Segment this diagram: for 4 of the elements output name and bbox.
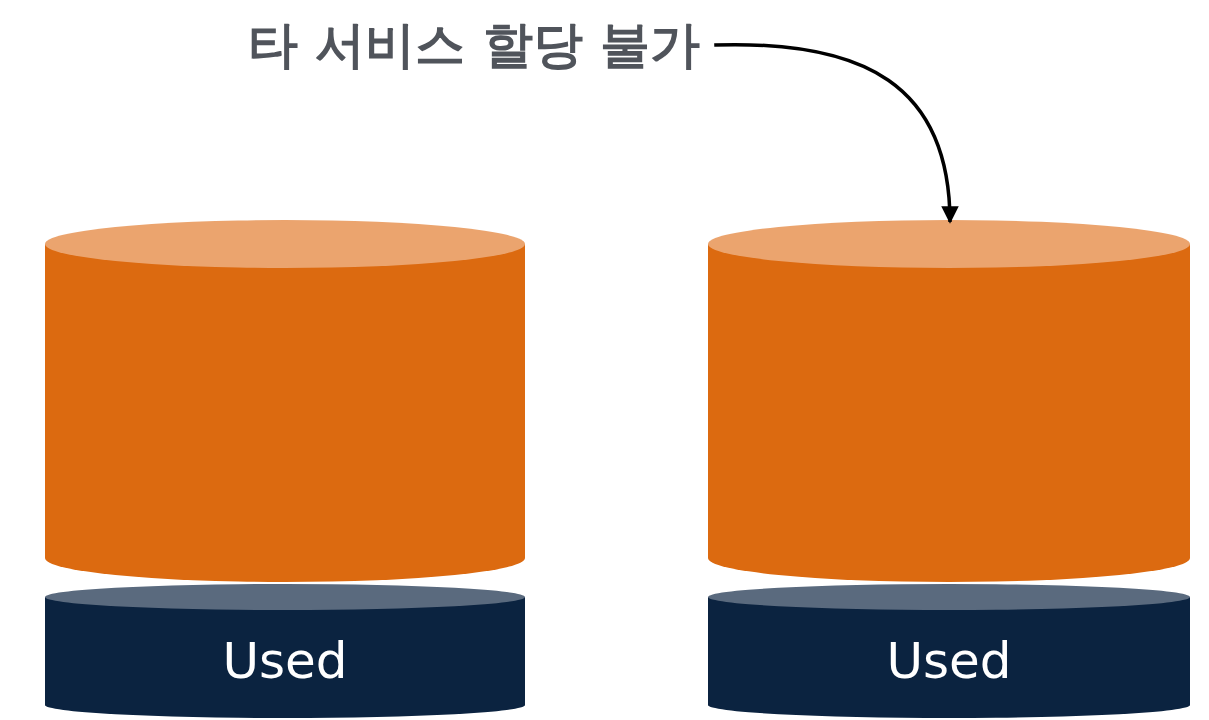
annotation-text: 타 서비스 할당 불가	[248, 20, 701, 70]
cylinder-label: Used	[885, 636, 1013, 686]
arrow	[714, 43, 958, 224]
cylinder-label: Used	[221, 636, 349, 686]
